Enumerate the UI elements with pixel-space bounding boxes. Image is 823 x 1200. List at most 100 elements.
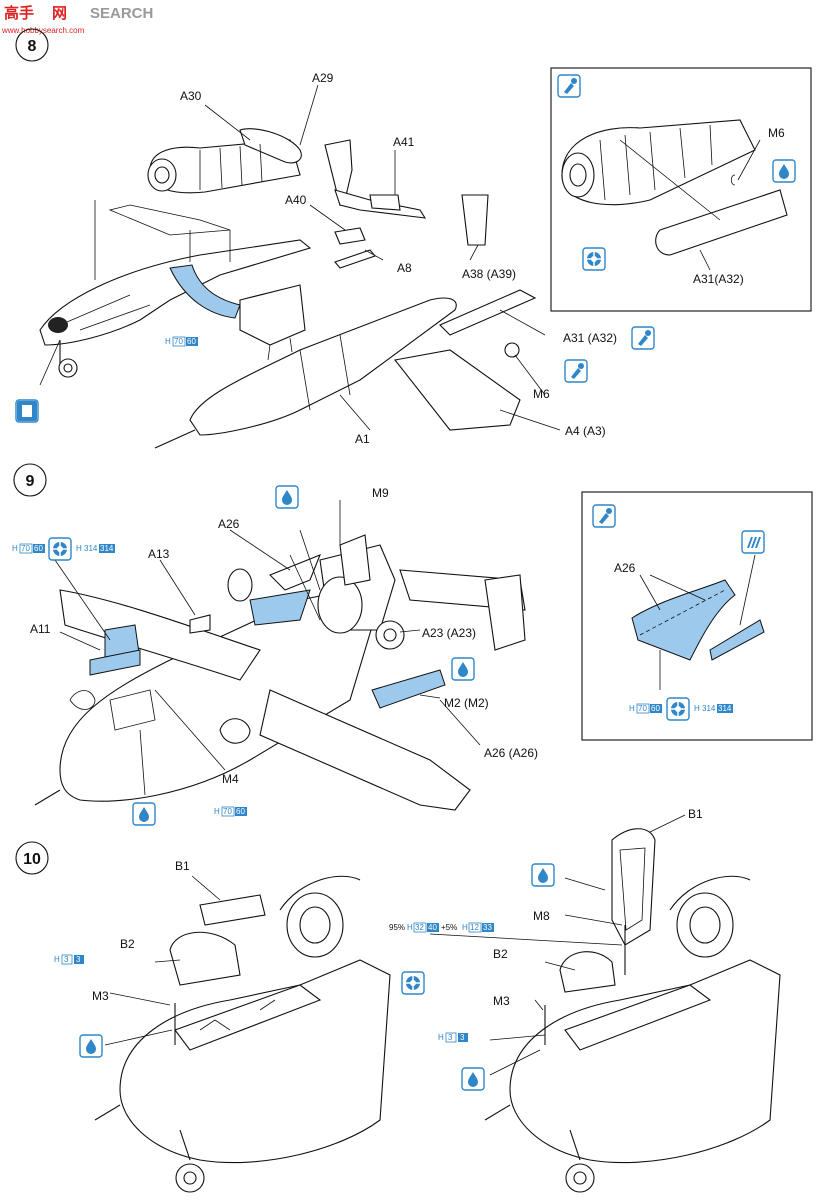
- color-code-h70-60: H 70 60: [12, 543, 45, 554]
- decal-icon: [666, 697, 690, 721]
- label-a30: A30: [180, 89, 202, 103]
- paint-icon: [275, 485, 299, 509]
- color-code-h3-3: H 3 3: [54, 954, 84, 965]
- step-number: 10: [23, 851, 41, 868]
- color-code-n2: 60: [651, 704, 660, 713]
- mix-code-3: 12: [470, 923, 479, 932]
- cement-icon: [631, 326, 655, 350]
- fuselage-left-half: [39, 204, 312, 378]
- inset-label-a26: A26: [614, 561, 636, 575]
- step-number-circle: [15, 841, 49, 875]
- cockpit-frame-part: [239, 284, 306, 361]
- label-m9: M9: [372, 486, 389, 500]
- color-code-n1: 314: [84, 544, 98, 553]
- mix-h-1: H: [407, 923, 413, 932]
- engine-part: [147, 128, 302, 194]
- color-code-n1: 70: [174, 337, 183, 346]
- decal-icon: [15, 399, 39, 423]
- label-a41: A41: [393, 135, 415, 149]
- color-code-h: H: [438, 1033, 444, 1042]
- cement-icon: [564, 359, 588, 383]
- cockpit-view-left: [94, 875, 391, 1193]
- label-m6: M6: [533, 387, 550, 401]
- fuselage-right-half: [154, 297, 457, 449]
- color-code-n2: 3: [76, 955, 81, 964]
- label-a23: A23 (A23): [422, 626, 476, 640]
- label-a8: A8: [397, 261, 412, 275]
- color-code-h70-60: H 70 60: [629, 703, 662, 714]
- label-a40: A40: [285, 193, 307, 207]
- label-b2r: B2: [493, 947, 508, 961]
- color-code-n1: 70: [223, 807, 232, 816]
- step-9-inset: H 70 60 H 314 314: [581, 491, 813, 741]
- paint-icon: [451, 657, 475, 681]
- color-code-h: H: [76, 544, 82, 553]
- cement-icon: [557, 74, 581, 98]
- label-m8: M8: [533, 909, 550, 923]
- watermark-text-left: 高手: [4, 4, 34, 22]
- tape-icon: [741, 530, 765, 554]
- label-a26: A26: [218, 517, 240, 531]
- step-number-circle: [13, 463, 47, 497]
- label-a29: A29: [312, 71, 334, 85]
- decal-icon: [48, 537, 72, 561]
- tail-fin-part: [324, 139, 427, 219]
- aircraft-step-9: [34, 534, 526, 811]
- color-code-n2: 3: [460, 1033, 465, 1042]
- step-10: 10 B1 B2 M3 H 3 3: [15, 807, 781, 1193]
- cockpit-view-right: [429, 814, 781, 1193]
- mix-percent-1: 95%: [389, 923, 405, 932]
- label-a31: A31 (A32): [563, 331, 617, 345]
- label-b1: B1: [175, 859, 190, 873]
- label-m3r: M3: [493, 994, 510, 1008]
- step-number: 9: [26, 473, 35, 490]
- watermark-text-right: SEARCH: [90, 5, 153, 22]
- step-9: 9 M9 A26: [12, 463, 813, 826]
- step-8-inset: [550, 67, 812, 312]
- watermark-text-mid: 网: [52, 5, 67, 22]
- label-a26b: A26 (A26): [484, 746, 538, 760]
- label-a1: A1: [355, 432, 370, 446]
- color-code-n2: 60: [34, 544, 43, 553]
- watermark-url: www.hobbysearch.com: [1, 26, 85, 35]
- paint-icon: [772, 159, 796, 183]
- mix-code-1: 32: [415, 923, 424, 932]
- color-code-n1: 70: [638, 704, 647, 713]
- wing-parts: [394, 289, 537, 431]
- color-code-n2: 60: [236, 807, 245, 816]
- mix-code-2: 40: [428, 923, 437, 932]
- color-code-h314-314: H 314 314: [76, 544, 115, 553]
- color-mix-formula: 95% H 32 40 +5% H 12 33: [389, 922, 494, 933]
- label-a13: A13: [148, 547, 170, 561]
- mix-percent-2: +5%: [441, 923, 457, 932]
- color-code-n1: 3: [64, 955, 69, 964]
- mix-h-2: H: [462, 923, 468, 932]
- color-code-h: H: [54, 955, 60, 964]
- decal-icon: [582, 247, 606, 271]
- watermark: 高手 网 SEARCH www.hobbysearch.com: [1, 4, 153, 35]
- step-9-leaders: [54, 500, 481, 796]
- step-8-leaders: [39, 84, 561, 431]
- paint-icon: [132, 802, 156, 826]
- inset-label-m6: M6: [768, 126, 785, 140]
- label-a11: A11: [30, 622, 51, 636]
- step-8: 8: [15, 28, 812, 449]
- paint-icon: [461, 1067, 485, 1091]
- step-number-circle: [15, 28, 49, 62]
- color-code-n1: 3: [448, 1033, 453, 1042]
- label-m2: M2 (M2): [444, 696, 489, 710]
- small-parts-a40-a8: [334, 194, 489, 269]
- cement-icon: [592, 504, 616, 528]
- color-code-h70-60: H 70 60: [214, 806, 247, 817]
- paint-icon: [531, 863, 555, 887]
- color-code-h: H: [214, 807, 220, 816]
- step-number: 8: [28, 38, 37, 55]
- mix-code-4: 33: [483, 923, 492, 932]
- label-b1r: B1: [688, 807, 703, 821]
- color-code-h: H: [12, 544, 18, 553]
- label-m4: M4: [222, 772, 239, 786]
- label-a4: A4 (A3): [565, 424, 606, 438]
- color-code-h: H: [165, 337, 171, 346]
- color-code-h70-60: H 70 60: [165, 336, 198, 347]
